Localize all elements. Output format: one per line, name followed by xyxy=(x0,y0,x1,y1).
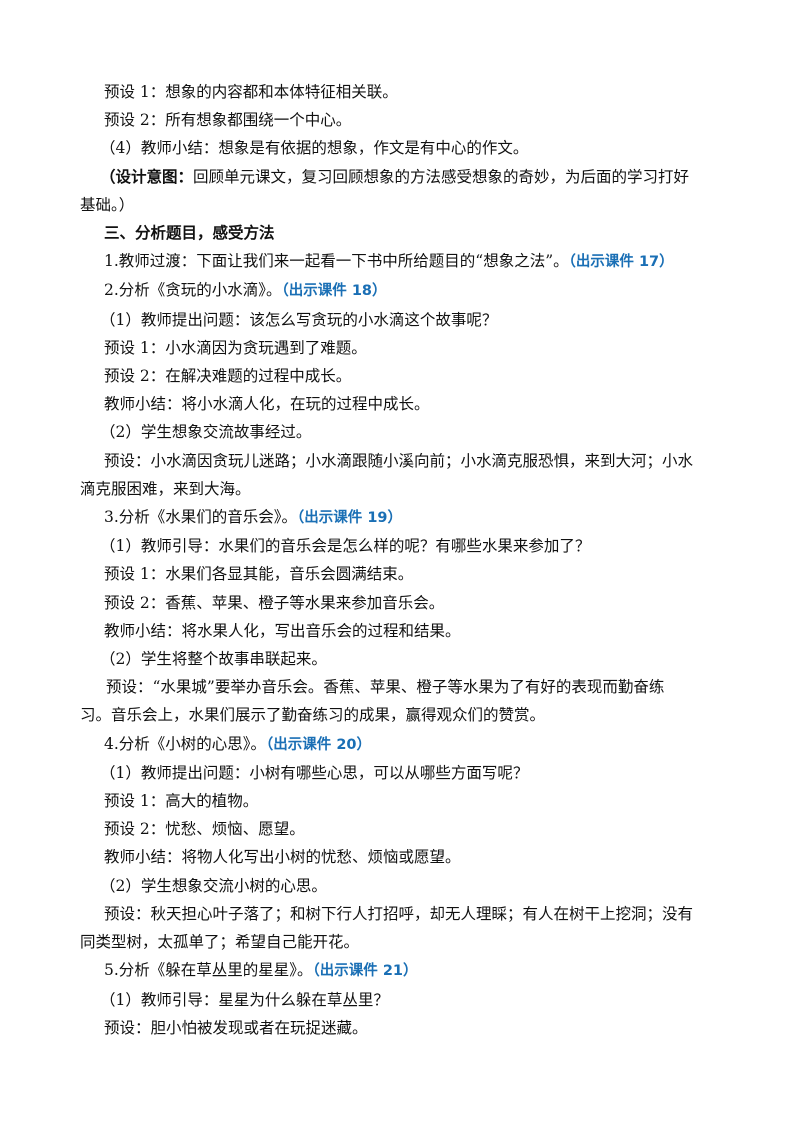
step-line: 3.分析《水果们的音乐会》。（出示课件 19） xyxy=(104,503,724,532)
teacher-summary-line: 教师小结：将物人化写出小树的忧愁、烦恼或愿望。 xyxy=(104,848,461,867)
step-text: 1.教师过渡：下面让我们来一起看一下书中所给题目的“想象之法”。 xyxy=(104,252,569,271)
teacher-summary-line: 教师小结：将水果人化，写出音乐会的过程和结果。 xyxy=(104,621,461,640)
student-line: （2）学生将整个故事串联起来。 xyxy=(100,650,327,669)
step-text: 5.分析《躲在草丛里的星星》。 xyxy=(104,961,313,980)
question-line: （1）教师引导：水果们的音乐会是怎么样的呢？有哪些水果来参加了？ xyxy=(100,537,591,556)
question-line: （1）教师提出问题：小树有哪些心思，可以从哪些方面写呢？ xyxy=(100,763,529,782)
preset-line: 预设 2：忧愁、烦恼、愿望。 xyxy=(104,820,305,839)
preset-continuation: 滴克服困难，来到大海。 xyxy=(80,479,251,498)
step-line: 5.分析《躲在草丛里的星星》。（出示课件 21） xyxy=(104,956,724,985)
preset-line: 预设 1：小水滴因为贪玩遇到了难题。 xyxy=(104,338,367,357)
design-intent-line: （设计意图：回顾单元课文，复习回顾想象的方法感受想象的奇妙，为后面的学习打好 xyxy=(100,163,724,191)
section-heading: 三、分析题目，感受方法 xyxy=(104,223,275,243)
preset-continuation: 同类型树，太孤单了；希望自己能开花。 xyxy=(80,933,360,952)
step-text: 2.分析《贪玩的小水滴》。 xyxy=(104,281,282,300)
student-line: （2）学生想象交流小树的心思。 xyxy=(100,876,327,895)
question-line: （1）教师提出问题：该怎么写贪玩的小水滴这个故事呢？ xyxy=(100,310,498,329)
preset-line: 预设 1：高大的植物。 xyxy=(104,792,259,811)
document-page: 预设 1：想象的内容都和本体特征相关联。 预设 2：所有想象都围绕一个中心。 （… xyxy=(80,78,724,1042)
courseware-tag: （出示课件 21） xyxy=(312,963,418,980)
courseware-tag: （出示课件 19） xyxy=(297,510,403,527)
student-line: （2）学生想象交流故事经过。 xyxy=(100,423,312,442)
step-line: 1.教师过渡：下面让我们来一起看一下书中所给题目的“想象之法”。（出示课件 17… xyxy=(104,247,724,276)
teacher-summary-line: （4）教师小结：想象是有依据的想象，作文是有中心的作文。 xyxy=(100,139,529,158)
design-intent-body: 回顾单元课文，复习回顾想象的方法感受想象的奇妙，为后面的学习打好 xyxy=(193,167,690,186)
preset-line: 预设：“水果城”要举办音乐会。香蕉、苹果、橙子等水果为了有好的表现而勤奋练 xyxy=(106,678,665,697)
preset-line: 预设：秋天担心叶子落了；和树下行人打招呼，却无人理睬；有人在树干上挖洞；没有 xyxy=(104,904,694,923)
preset-line: 预设 2：在解决难题的过程中成长。 xyxy=(104,367,352,386)
design-intent-label: （设计意图： xyxy=(100,166,194,186)
preset-line: 预设 1：想象的内容都和本体特征相关联。 xyxy=(104,83,398,101)
preset-line: 预设 1：水果们各显其能，音乐会圆满结束。 xyxy=(104,565,414,584)
step-text: 3.分析《水果们的音乐会》。 xyxy=(104,508,298,527)
courseware-tag: （出示课件 18） xyxy=(281,283,387,300)
question-line: （1）教师引导：星星为什么躲在草丛里？ xyxy=(100,990,389,1009)
preset-line: 预设：胆小怕被发现或者在玩捉迷藏。 xyxy=(104,1018,368,1037)
preset-line: 预设 2：香蕉、苹果、橙子等水果来参加音乐会。 xyxy=(104,593,445,612)
step-text: 4.分析《小树的心思》。 xyxy=(104,734,267,753)
step-line: 2.分析《贪玩的小水滴》。（出示课件 18） xyxy=(104,276,724,305)
preset-continuation: 习。音乐会上，水果们展示了勤奋练习的成果，赢得观众们的赞赏。 xyxy=(80,706,546,725)
courseware-tag: （出示课件 17） xyxy=(568,254,674,271)
preset-line: 预设：小水滴因贪玩儿迷路；小水滴跟随小溪向前；小水滴克服恐惧，来到大河；小水 xyxy=(104,451,694,470)
preset-line: 预设 2：所有想象都围绕一个中心。 xyxy=(104,111,352,130)
step-line: 4.分析《小树的心思》。（出示课件 20） xyxy=(104,730,724,759)
courseware-tag: （出示课件 20） xyxy=(266,736,372,753)
design-intent-continuation: 基础。） xyxy=(80,195,135,214)
teacher-summary-line: 教师小结：将小水滴人化，在玩的过程中成长。 xyxy=(104,395,430,414)
